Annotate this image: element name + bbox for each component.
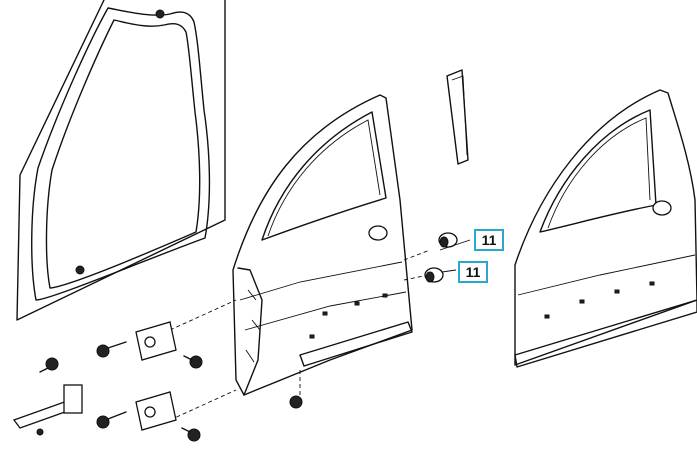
grommet-upper bbox=[438, 232, 458, 248]
front-door-panel bbox=[232, 94, 413, 396]
weatherstrip-seal bbox=[16, 0, 226, 321]
rear-door-panel bbox=[514, 89, 697, 368]
leader-lines bbox=[169, 239, 471, 421]
lower-hinge bbox=[135, 391, 177, 431]
sash-trim bbox=[446, 69, 469, 165]
part-callout-11-upper: 11 bbox=[474, 229, 504, 251]
bolts bbox=[39, 341, 303, 442]
grommet-lower bbox=[424, 267, 444, 283]
upper-hinge bbox=[135, 321, 177, 361]
door-checker bbox=[12, 384, 83, 436]
part-callout-11-lower: 11 bbox=[458, 261, 488, 283]
